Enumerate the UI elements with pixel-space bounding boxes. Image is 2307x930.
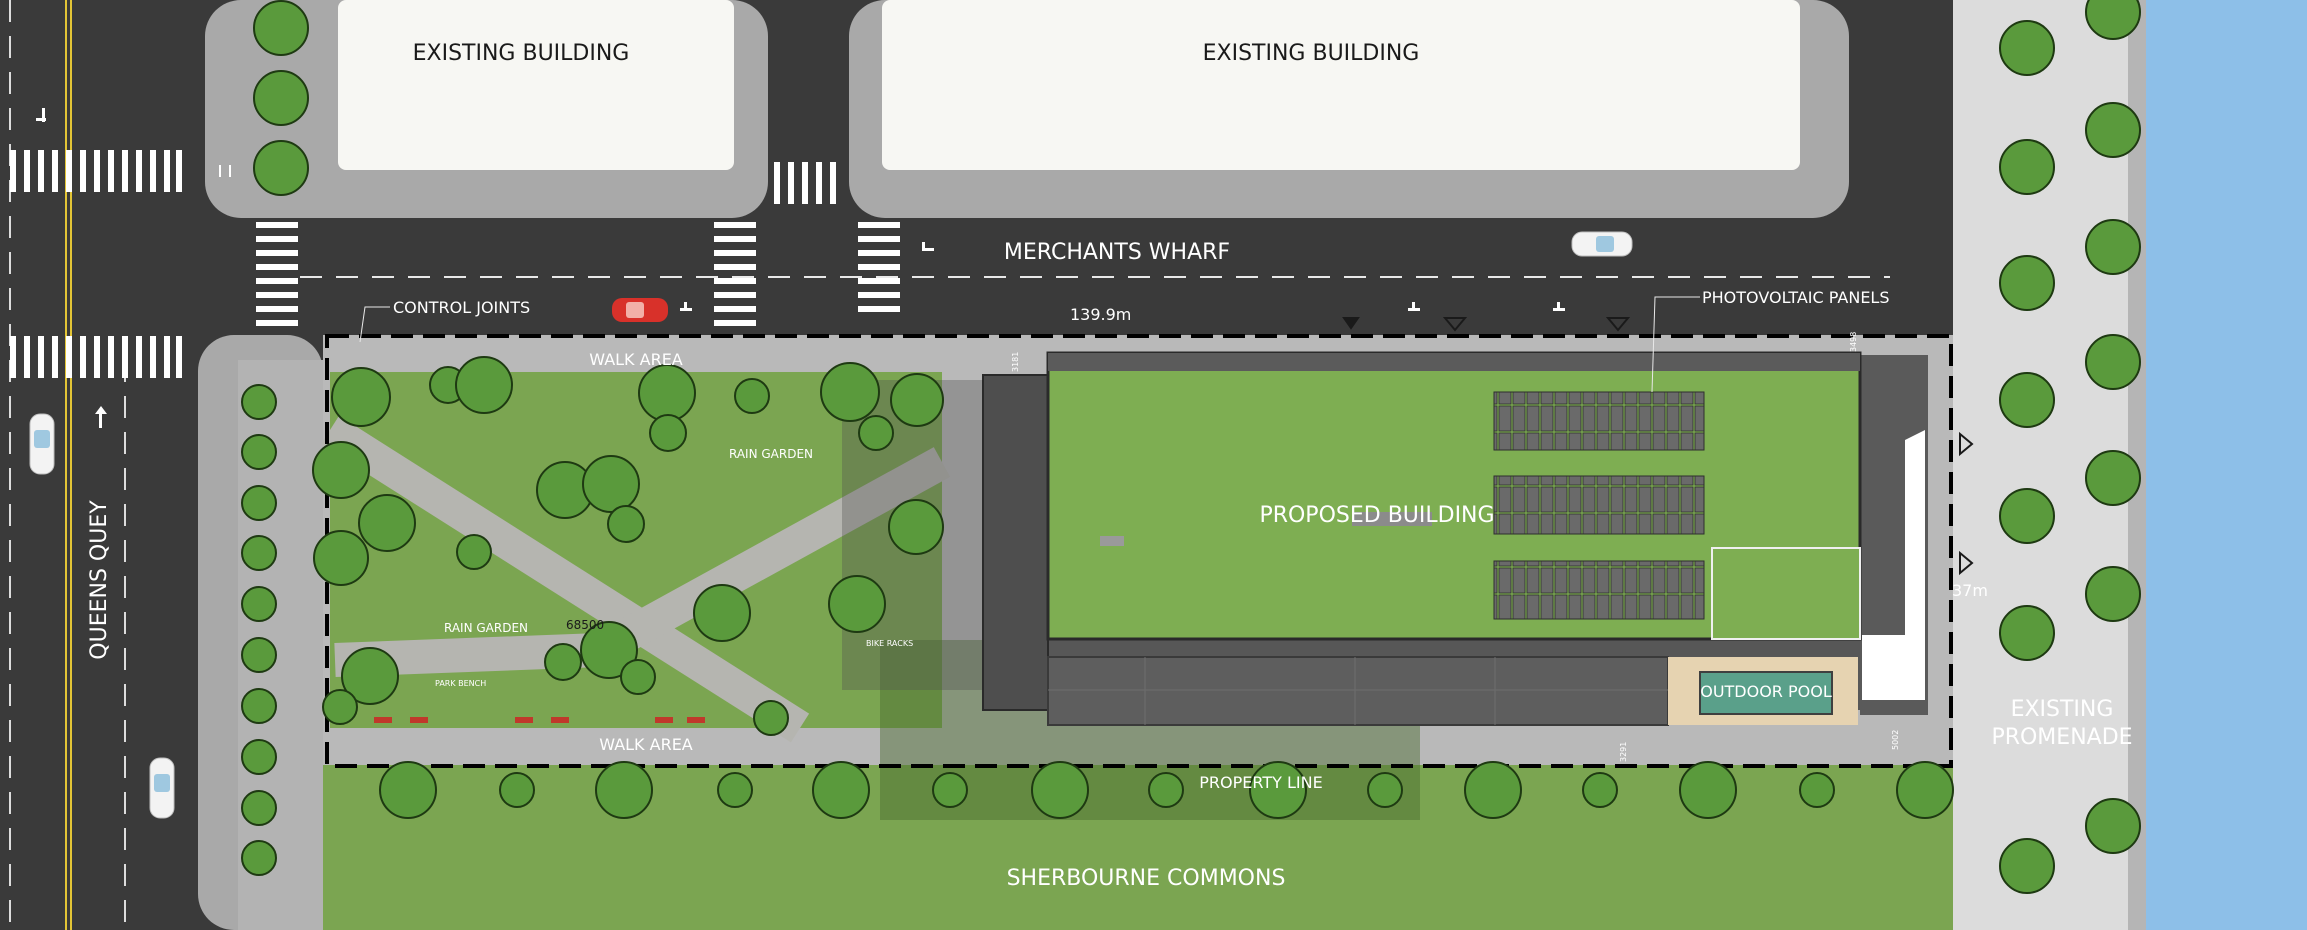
leader-lines — [359, 296, 1700, 393]
crosswalk-merchants-east — [858, 222, 900, 312]
label-outdoor-pool: OUTDOOR POOL — [1700, 682, 1832, 701]
road-arrows — [36, 108, 1565, 680]
label-dim-37m: 37m — [1952, 581, 1988, 600]
label-property-line: PROPERTY LINE — [1199, 773, 1322, 792]
car-white-queens-2 — [149, 757, 175, 819]
label-proposed-building: PROPOSED BUILDING — [1259, 503, 1494, 528]
pool-water — [1699, 671, 1833, 715]
existing-building-right — [882, 0, 1800, 170]
label-walk-area-top: WALK AREA — [589, 350, 683, 369]
green-roof-terrace — [1711, 547, 1861, 640]
label-existing-promenade-1: EXISTING — [2011, 697, 2114, 722]
label-rain-garden-lower: RAIN GARDEN — [444, 621, 528, 635]
label-dim-3291: 3291 — [1619, 742, 1628, 762]
building-lower-band — [1047, 656, 1669, 726]
label-walk-area-bottom: WALK AREA — [599, 735, 693, 754]
crosswalk-queens-bottom — [10, 336, 182, 378]
label-dim-68500: 68500 — [566, 618, 604, 632]
label-sherbourne-commons: SHERBOURNE COMMONS — [1007, 866, 1286, 891]
label-control-joints: CONTROL JOINTS — [393, 298, 530, 317]
label-merchants-wharf: MERCHANTS WHARF — [1004, 240, 1230, 265]
pv-array-3 — [1493, 560, 1705, 620]
label-rain-garden-upper: RAIN GARDEN — [729, 447, 813, 461]
label-park-bench: PARK BENCH — [435, 679, 486, 688]
label-length-dimension: 139.9m — [1070, 305, 1131, 324]
crosswalk-queens-top — [10, 150, 182, 192]
pv-array-1 — [1493, 391, 1705, 451]
building-west-wing — [982, 374, 1049, 711]
label-dim-3181: 3181 — [1011, 352, 1020, 372]
label-photovoltaic-panels: PHOTOVOLTAIC PANELS — [1702, 288, 1890, 307]
label-dim-3498: 3498 — [1849, 332, 1858, 352]
car-white-queens-1 — [29, 413, 55, 475]
park-benches — [374, 717, 705, 723]
label-existing-building-right: EXISTING BUILDING — [1203, 41, 1420, 66]
label-bike-racks: BIKE RACKS — [866, 639, 913, 648]
roof-parapet — [1048, 353, 1860, 371]
label-queens-quey: QUEENS QUEY — [87, 500, 112, 660]
roof-hatch — [1352, 512, 1432, 526]
crosswalk-merchants-mid — [714, 222, 756, 326]
trees — [241, 0, 2141, 894]
water — [2146, 0, 2307, 930]
label-dim-5002: 5002 — [1891, 730, 1900, 750]
pv-array-2 — [1493, 475, 1705, 535]
roof-vent — [1100, 536, 1124, 546]
crosswalk-merchants-west — [256, 222, 298, 326]
entry-markers — [1342, 317, 1974, 576]
building-east-white — [1862, 430, 1925, 700]
car-white-merchants — [1571, 231, 1633, 257]
label-existing-promenade-2: PROMENADE — [1991, 725, 2132, 750]
car-red — [612, 298, 668, 322]
existing-building-left — [338, 0, 734, 170]
crosswalk-side-street — [774, 162, 836, 204]
label-existing-building-left: EXISTING BUILDING — [413, 41, 630, 66]
